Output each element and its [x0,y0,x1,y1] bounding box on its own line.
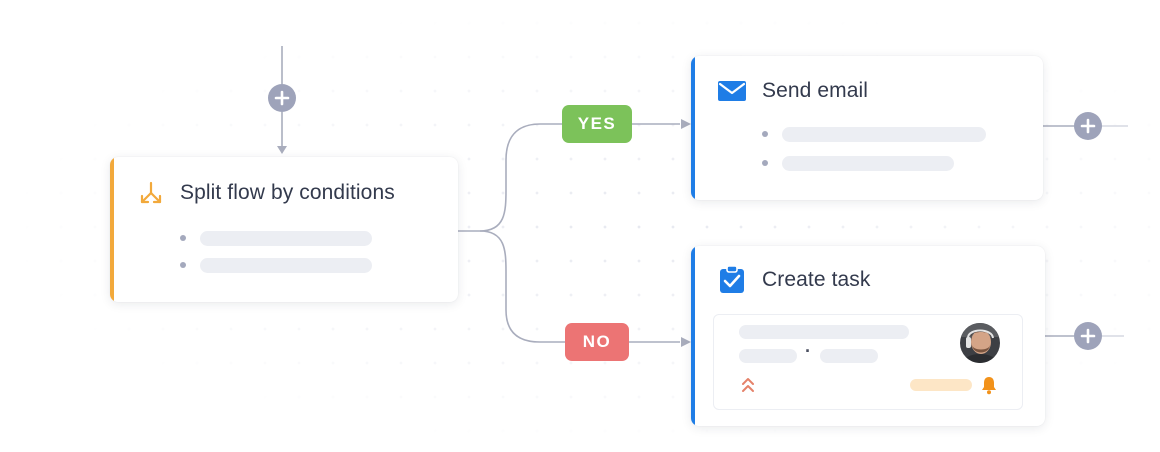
arrowhead-yes [681,119,691,129]
add-step-button-top[interactable] [268,84,296,112]
send-email-node[interactable]: Send email [691,56,1043,200]
plus-icon [1080,118,1096,134]
email-node-title: Send email [762,79,869,102]
clipboard-check-icon [720,265,744,293]
bell-icon[interactable] [980,375,998,395]
double-chevron-up-icon [742,378,754,392]
no-branch-badge[interactable]: NO [565,323,629,361]
yes-branch-line [479,123,680,232]
add-step-button-after-email[interactable] [1074,112,1102,140]
create-task-node[interactable]: Create task · [691,246,1045,426]
arrowhead-down [277,146,287,154]
no-badge-label: NO [582,332,612,351]
split-node-title: Split flow by conditions [180,181,395,204]
no-branch-line [479,230,680,343]
envelope-icon [718,81,746,101]
plus-icon [274,90,290,106]
split-arrows-icon [140,181,162,204]
task-reminder-placeholder [910,379,972,391]
plus-icon [1080,328,1096,344]
task-meta-separator: · [805,341,811,361]
task-title-placeholder [739,325,909,339]
arrowhead-no [681,337,691,347]
avatar-image [960,323,1000,363]
split-node-accent [110,157,114,302]
task-meta-placeholder-2 [820,349,878,363]
yes-branch-badge[interactable]: YES [562,105,632,143]
user-avatar[interactable] [960,323,1000,363]
task-details-card[interactable]: · [713,314,1023,410]
email-node-accent [691,56,695,200]
task-node-accent [691,246,695,426]
task-node-title: Create task [762,268,871,291]
split-condition-node[interactable]: Split flow by conditions [110,157,458,302]
add-step-button-after-task[interactable] [1074,322,1102,350]
task-meta-placeholder-1 [739,349,797,363]
yes-badge-label: YES [577,114,617,133]
